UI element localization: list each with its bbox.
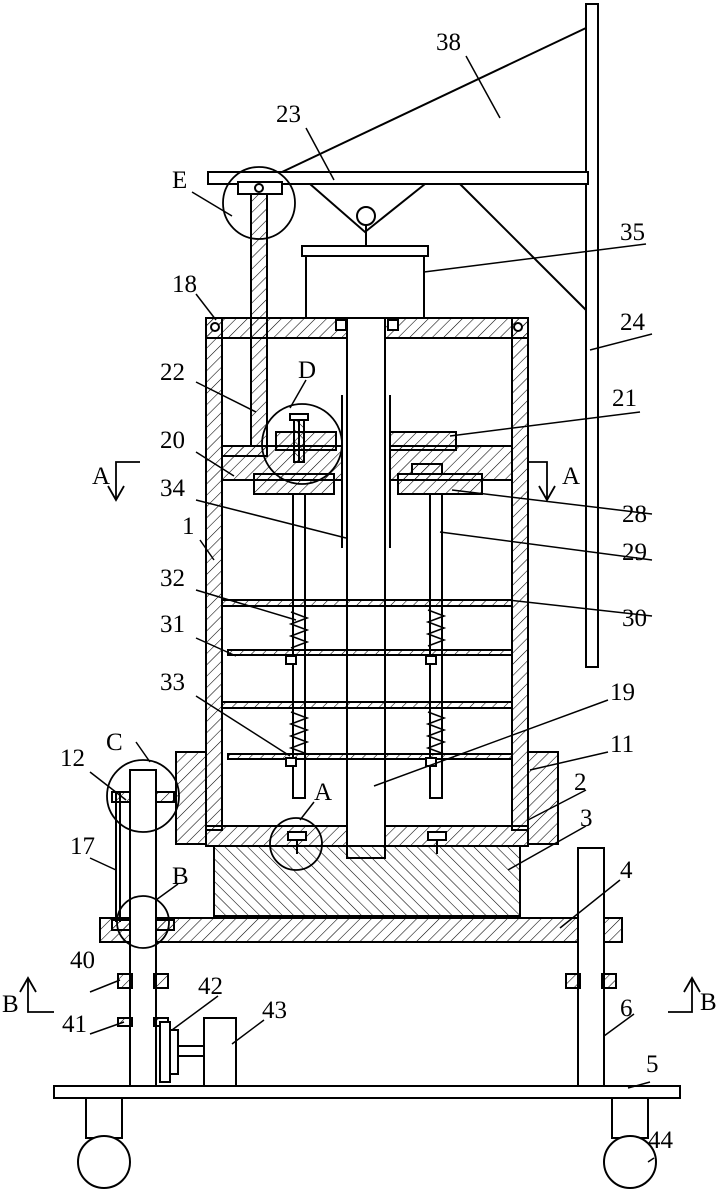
label-21: 21 xyxy=(612,385,637,412)
drive-motor-43 xyxy=(204,1018,236,1086)
label-b-detail: B xyxy=(172,863,189,890)
label-3: 3 xyxy=(580,805,593,832)
label-40: 40 xyxy=(70,947,95,974)
label-20: 20 xyxy=(160,427,185,454)
label-38: 38 xyxy=(436,29,461,56)
label-1: 1 xyxy=(182,513,195,540)
gear-42 xyxy=(160,1022,204,1082)
belt-17 xyxy=(116,792,120,922)
label-41: 41 xyxy=(62,1011,87,1038)
label-30: 30 xyxy=(622,605,647,632)
motor-35 xyxy=(302,246,428,318)
label-a-right: A xyxy=(562,463,580,490)
bearing-40 xyxy=(118,974,616,988)
label-34: 34 xyxy=(160,475,186,502)
wheel-44 xyxy=(78,1136,656,1188)
label-a-detail: A xyxy=(314,779,332,806)
label-44: 44 xyxy=(648,1127,674,1154)
label-2: 2 xyxy=(574,769,587,796)
label-29: 29 xyxy=(622,539,647,566)
label-19: 19 xyxy=(610,679,635,706)
label-32: 32 xyxy=(160,565,185,592)
label-17: 17 xyxy=(70,833,95,860)
label-d: D xyxy=(298,357,316,384)
label-e: E xyxy=(172,167,187,194)
vertical-post-24 xyxy=(586,4,598,667)
base-plate-5 xyxy=(54,1086,680,1138)
label-23: 23 xyxy=(276,101,301,128)
label-28: 28 xyxy=(622,501,647,528)
label-35: 35 xyxy=(620,219,645,246)
label-42: 42 xyxy=(198,973,223,1000)
label-22: 22 xyxy=(160,359,185,386)
platform-4 xyxy=(100,918,622,942)
label-43: 43 xyxy=(262,997,287,1024)
label-6: 6 xyxy=(620,995,633,1022)
label-11: 11 xyxy=(610,731,634,758)
label-12: 12 xyxy=(60,745,85,772)
label-a-left: A xyxy=(92,463,110,490)
label-c: C xyxy=(106,729,123,756)
label-31: 31 xyxy=(160,611,185,638)
label-b-right: B xyxy=(700,989,717,1016)
label-4: 4 xyxy=(620,857,633,884)
label-33: 33 xyxy=(160,669,185,696)
label-24: 24 xyxy=(620,309,646,336)
label-b-left: B xyxy=(2,991,19,1018)
label-18: 18 xyxy=(172,271,197,298)
label-5: 5 xyxy=(646,1051,659,1078)
main-shaft-19 xyxy=(342,318,390,858)
